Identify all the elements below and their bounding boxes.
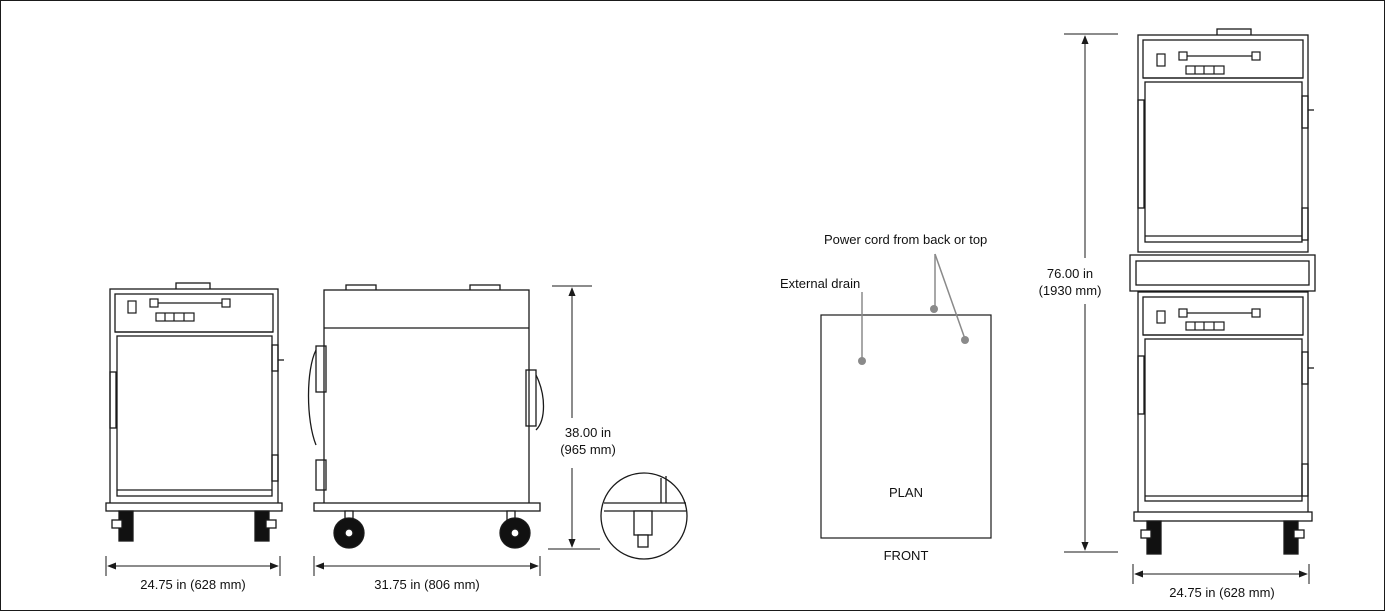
stacked-width-label: 24.75 in (628 mm): [1169, 585, 1275, 600]
front-direction-label: FRONT: [883, 548, 929, 563]
stacked-top-cabinet: [1137, 28, 1314, 253]
plan-view: [820, 253, 992, 539]
external-drain-label: External drain: [780, 276, 861, 291]
front-width-dimension: [105, 556, 281, 576]
caster-detail: [600, 472, 688, 560]
single-height-in-label: 38.00 in: [564, 425, 612, 440]
plan-label: PLAN: [889, 485, 923, 500]
stacked-height-dimension: [1064, 33, 1118, 553]
front-view-cabinet: [109, 282, 284, 506]
stacked-height-in-label: 76.00 in: [1046, 266, 1094, 281]
stacking-frame: [1129, 254, 1316, 292]
side-depth-label: 31.75 in (806 mm): [374, 577, 480, 592]
stacked-width-dimension: [1132, 564, 1310, 584]
stacked-bottom-control-panel: [1156, 308, 1261, 331]
stacked-bottom-cabinet: [1137, 291, 1314, 515]
single-height-mm-label: (965 mm): [560, 442, 616, 457]
stacked-height-mm-label: (1930 mm): [1038, 283, 1102, 298]
front-width-label: 24.75 in (628 mm): [140, 577, 246, 592]
power-cord-label: Power cord from back or top: [824, 232, 988, 247]
stacked-base: [1133, 511, 1313, 555]
side-depth-dimension: [313, 556, 541, 576]
side-view-base: [313, 502, 541, 549]
front-view-control-panel: [127, 298, 231, 322]
front-view-base: [105, 502, 283, 542]
side-view-cabinet: [307, 284, 545, 506]
stacked-top-control-panel: [1156, 51, 1261, 75]
single-height-dimension: [548, 285, 600, 550]
